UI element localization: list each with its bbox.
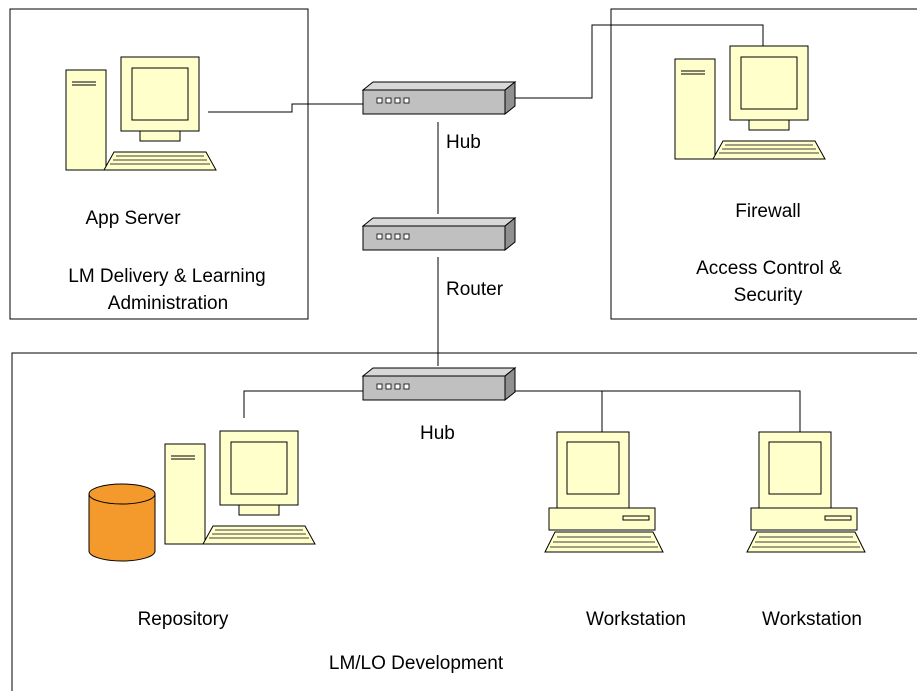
hub-top-label: Hub	[446, 132, 481, 153]
hub-bottom-label: Hub	[420, 423, 455, 444]
router-label: Router	[446, 279, 504, 300]
repository-computer-icon	[164, 430, 316, 545]
app-server-region	[9, 8, 309, 320]
lm-delivery-label-line2: Administration	[107, 293, 229, 314]
hub-bottom-icon	[362, 367, 516, 401]
workstation-2-label: Workstation	[762, 609, 862, 630]
app-server-computer-icon	[65, 56, 217, 171]
app-server-label: App Server	[85, 208, 181, 229]
hub-top-icon	[362, 81, 516, 115]
workstation-2-icon	[746, 431, 866, 553]
firewall-region	[610, 8, 917, 320]
router-icon	[362, 217, 516, 251]
firewall-computer-icon	[674, 45, 826, 160]
database-icon	[88, 483, 156, 562]
connection-lines	[208, 24, 801, 432]
workstation-1-label: Workstation	[586, 609, 686, 630]
firewall-label: Firewall	[735, 201, 801, 222]
development-region	[11, 352, 917, 691]
lm-lo-development-label: LM/LO Development	[328, 653, 504, 674]
workstation-1-icon	[544, 431, 664, 553]
access-control-label-line2: Security	[733, 285, 803, 306]
access-control-label-line1: Access Control &	[696, 258, 842, 279]
lm-delivery-label-line1: LM Delivery & Learning	[68, 266, 266, 287]
repository-label: Repository	[137, 609, 229, 630]
